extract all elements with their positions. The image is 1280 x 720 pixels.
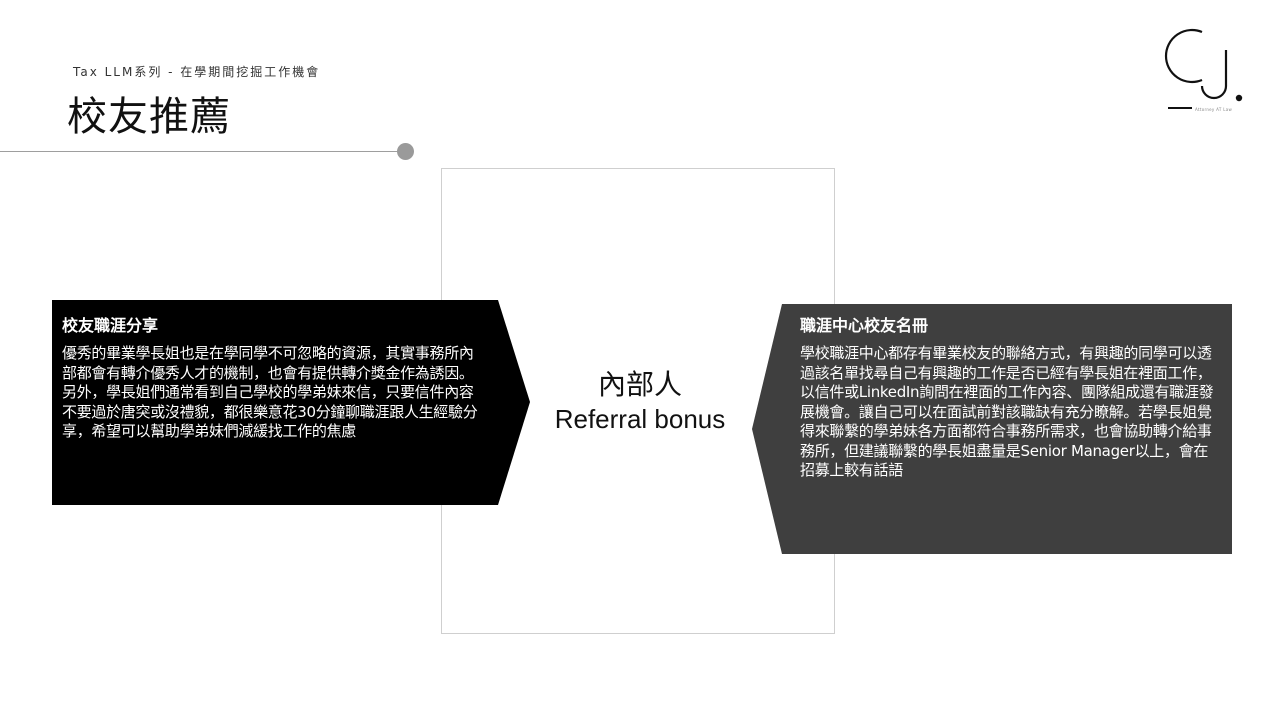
center-title-cn: 內部人: [597, 368, 682, 401]
divider-dot: [397, 143, 414, 160]
right-panel-heading: 職涯中心校友名冊: [800, 316, 929, 335]
logo: Attorney AT Law: [1158, 20, 1268, 120]
logo-tagline: Attorney AT Law: [1195, 107, 1233, 112]
center-label: 內部人 Referral bonus: [530, 368, 750, 436]
left-panel-body: 優秀的畢業學長姐也是在學同學不可忽略的資源，其實事務所內部都會有轉介優秀人才的機…: [62, 344, 478, 440]
right-panel-body: 學校職涯中心都存有畢業校友的聯絡方式，有興趣的同學可以透過該名單找尋自己有興趣的…: [800, 344, 1214, 479]
career-center-alumni-directory-panel: 職涯中心校友名冊 學校職涯中心都存有畢業校友的聯絡方式，有興趣的同學可以透過該名…: [752, 304, 1232, 554]
slide-title: 校友推薦: [67, 94, 231, 140]
cj-monogram-icon: [1164, 28, 1243, 109]
header-divider: [0, 151, 400, 152]
center-title-en: Referral bonus: [554, 404, 726, 434]
alumni-career-sharing-panel: 校友職涯分享 優秀的畢業學長姐也是在學同學不可忽略的資源，其實事務所內部都會有轉…: [52, 300, 530, 505]
slide-subtitle: Tax LLM系列 - 在學期間挖掘工作機會: [73, 65, 321, 79]
left-panel-heading: 校友職涯分享: [62, 316, 159, 335]
